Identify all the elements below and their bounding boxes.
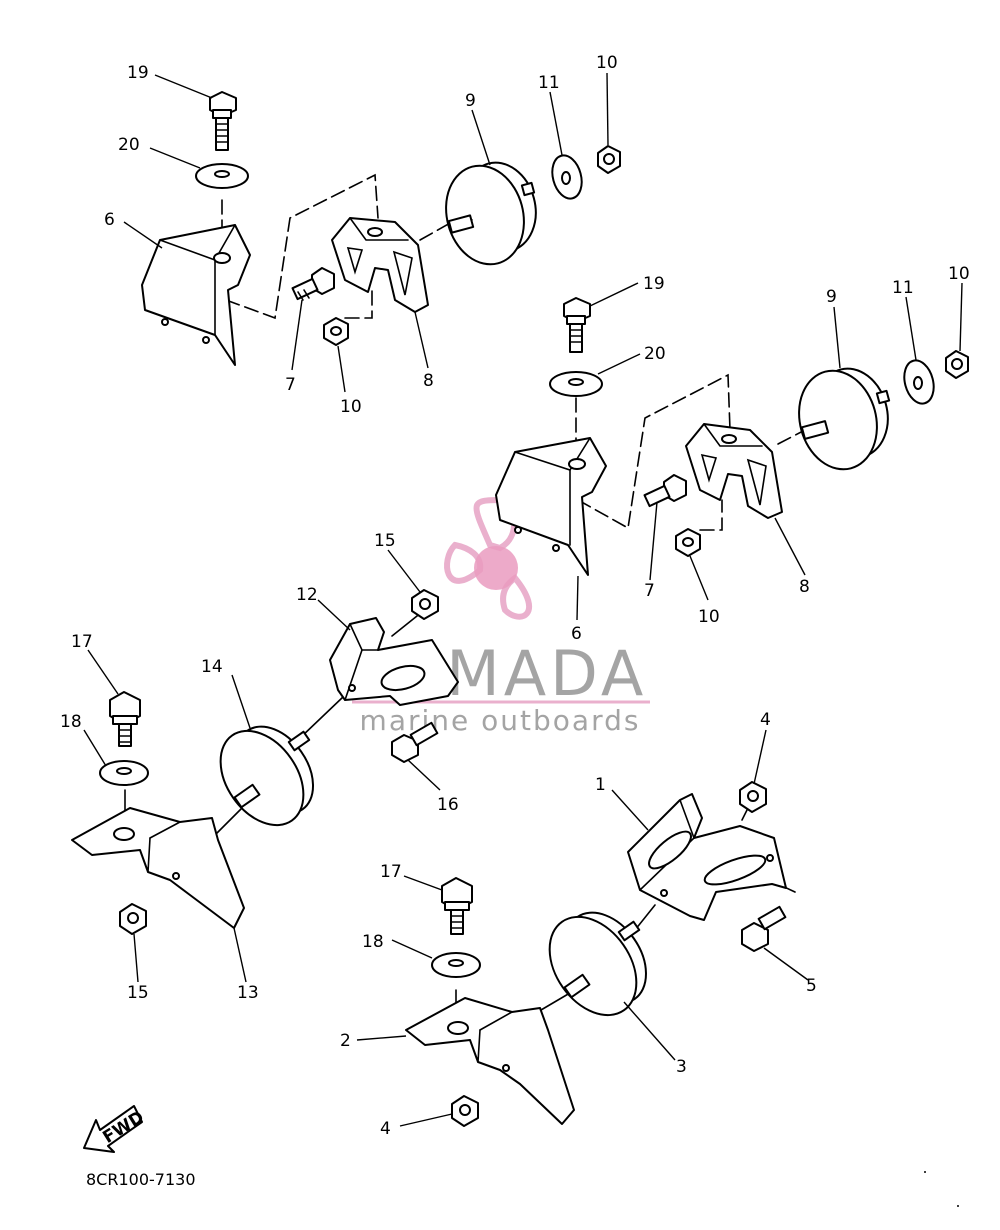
callout-8-right: 8 (799, 577, 810, 597)
callout-19-top-left: 19 (127, 63, 149, 83)
fwd-direction-arrow: FWD (83, 1105, 148, 1153)
nut-10-upper-top-left (597, 145, 621, 174)
bracket-6-right (495, 437, 607, 576)
nut-10-lower-right (675, 528, 701, 557)
bracket-6-top-left (141, 224, 251, 366)
callout-numbers: 19 20 6 7 10 8 9 11 10 19 20 6 7 10 8 9 … (60, 53, 970, 1139)
callout-1: 1 (595, 775, 606, 795)
nut-15-upper (411, 589, 439, 620)
bolt-7-top-left (291, 267, 335, 301)
propeller-logo (444, 496, 532, 620)
callout-20-top-left: 20 (118, 135, 140, 155)
callout-3: 3 (676, 1057, 687, 1077)
callout-9-right: 9 (826, 287, 837, 307)
washer-18-left (99, 760, 149, 786)
callout-19-right: 19 (643, 274, 665, 294)
mount-assembly-top-left (141, 91, 621, 366)
callout-4-lower: 4 (380, 1119, 391, 1139)
nut-10-lower-top-left (323, 317, 349, 346)
callout-18-left: 18 (60, 712, 82, 732)
mount-assembly-bottom-right (405, 781, 796, 1127)
washer-11-top-left (551, 154, 583, 200)
nut-10-upper-right (945, 350, 969, 379)
callout-7-right: 7 (644, 581, 655, 601)
watermark-tagline: marine outboards (360, 704, 641, 737)
callout-20-right: 20 (644, 344, 666, 364)
callout-11-right: 11 (892, 278, 914, 298)
callout-4-upper: 4 (760, 710, 771, 730)
callout-leaders (83, 72, 963, 1127)
bracket-1 (627, 793, 787, 921)
nut-15-lower (119, 903, 147, 935)
bracket-2 (405, 997, 575, 1125)
callout-5: 5 (806, 976, 817, 996)
bracket-8-top-left (331, 217, 429, 313)
callout-17-left: 17 (71, 632, 93, 652)
washer-20-top-left (195, 163, 249, 189)
callout-10-upper-top-left: 10 (596, 53, 618, 73)
callout-18-right: 18 (362, 932, 384, 952)
callout-13: 13 (237, 983, 259, 1003)
washer-20-right (549, 371, 603, 397)
mount-assembly-middle-left (71, 589, 459, 935)
bracket-12 (329, 617, 459, 706)
callout-2: 2 (340, 1031, 351, 1051)
diagram-code: 8CR100-7130 (86, 1170, 196, 1189)
callout-10-upper-right: 10 (948, 264, 970, 284)
callout-6-top-left: 6 (104, 210, 115, 230)
bolt-16 (391, 721, 439, 763)
bolt-17-right (441, 877, 473, 935)
callout-7-top-left: 7 (285, 375, 296, 395)
bracket-13 (71, 807, 245, 929)
bolt-19-top-left (209, 91, 237, 151)
callout-11-top-left: 11 (538, 73, 560, 93)
bolt-7-right (643, 474, 687, 508)
mount-assembly-right (495, 297, 969, 576)
bolt-17-left (109, 691, 141, 747)
callout-8-top-left: 8 (423, 371, 434, 391)
rubber-mount-9-right (798, 367, 891, 471)
rubber-mount-14 (219, 725, 315, 827)
callout-14: 14 (201, 657, 223, 677)
bracket-8-right (685, 423, 783, 519)
nut-4-upper (739, 781, 767, 813)
callout-17-right: 17 (380, 862, 402, 882)
bolt-19-right (563, 297, 591, 353)
callout-10-lower-top-left: 10 (340, 397, 362, 417)
callout-16: 16 (437, 795, 459, 815)
callout-10-lower-right: 10 (698, 607, 720, 627)
callout-6-right: 6 (571, 624, 582, 644)
callout-12: 12 (296, 585, 318, 605)
washer-18-right (431, 952, 481, 978)
rubber-mount-9-top-left (445, 161, 537, 266)
callout-15-upper: 15 (374, 531, 396, 551)
bolt-5 (741, 905, 787, 952)
nut-4-lower (451, 1095, 479, 1127)
callout-9-top-left: 9 (465, 91, 476, 111)
washer-11-right (903, 359, 935, 405)
callout-15-lower: 15 (127, 983, 149, 1003)
rubber-mount-3 (548, 911, 647, 1017)
